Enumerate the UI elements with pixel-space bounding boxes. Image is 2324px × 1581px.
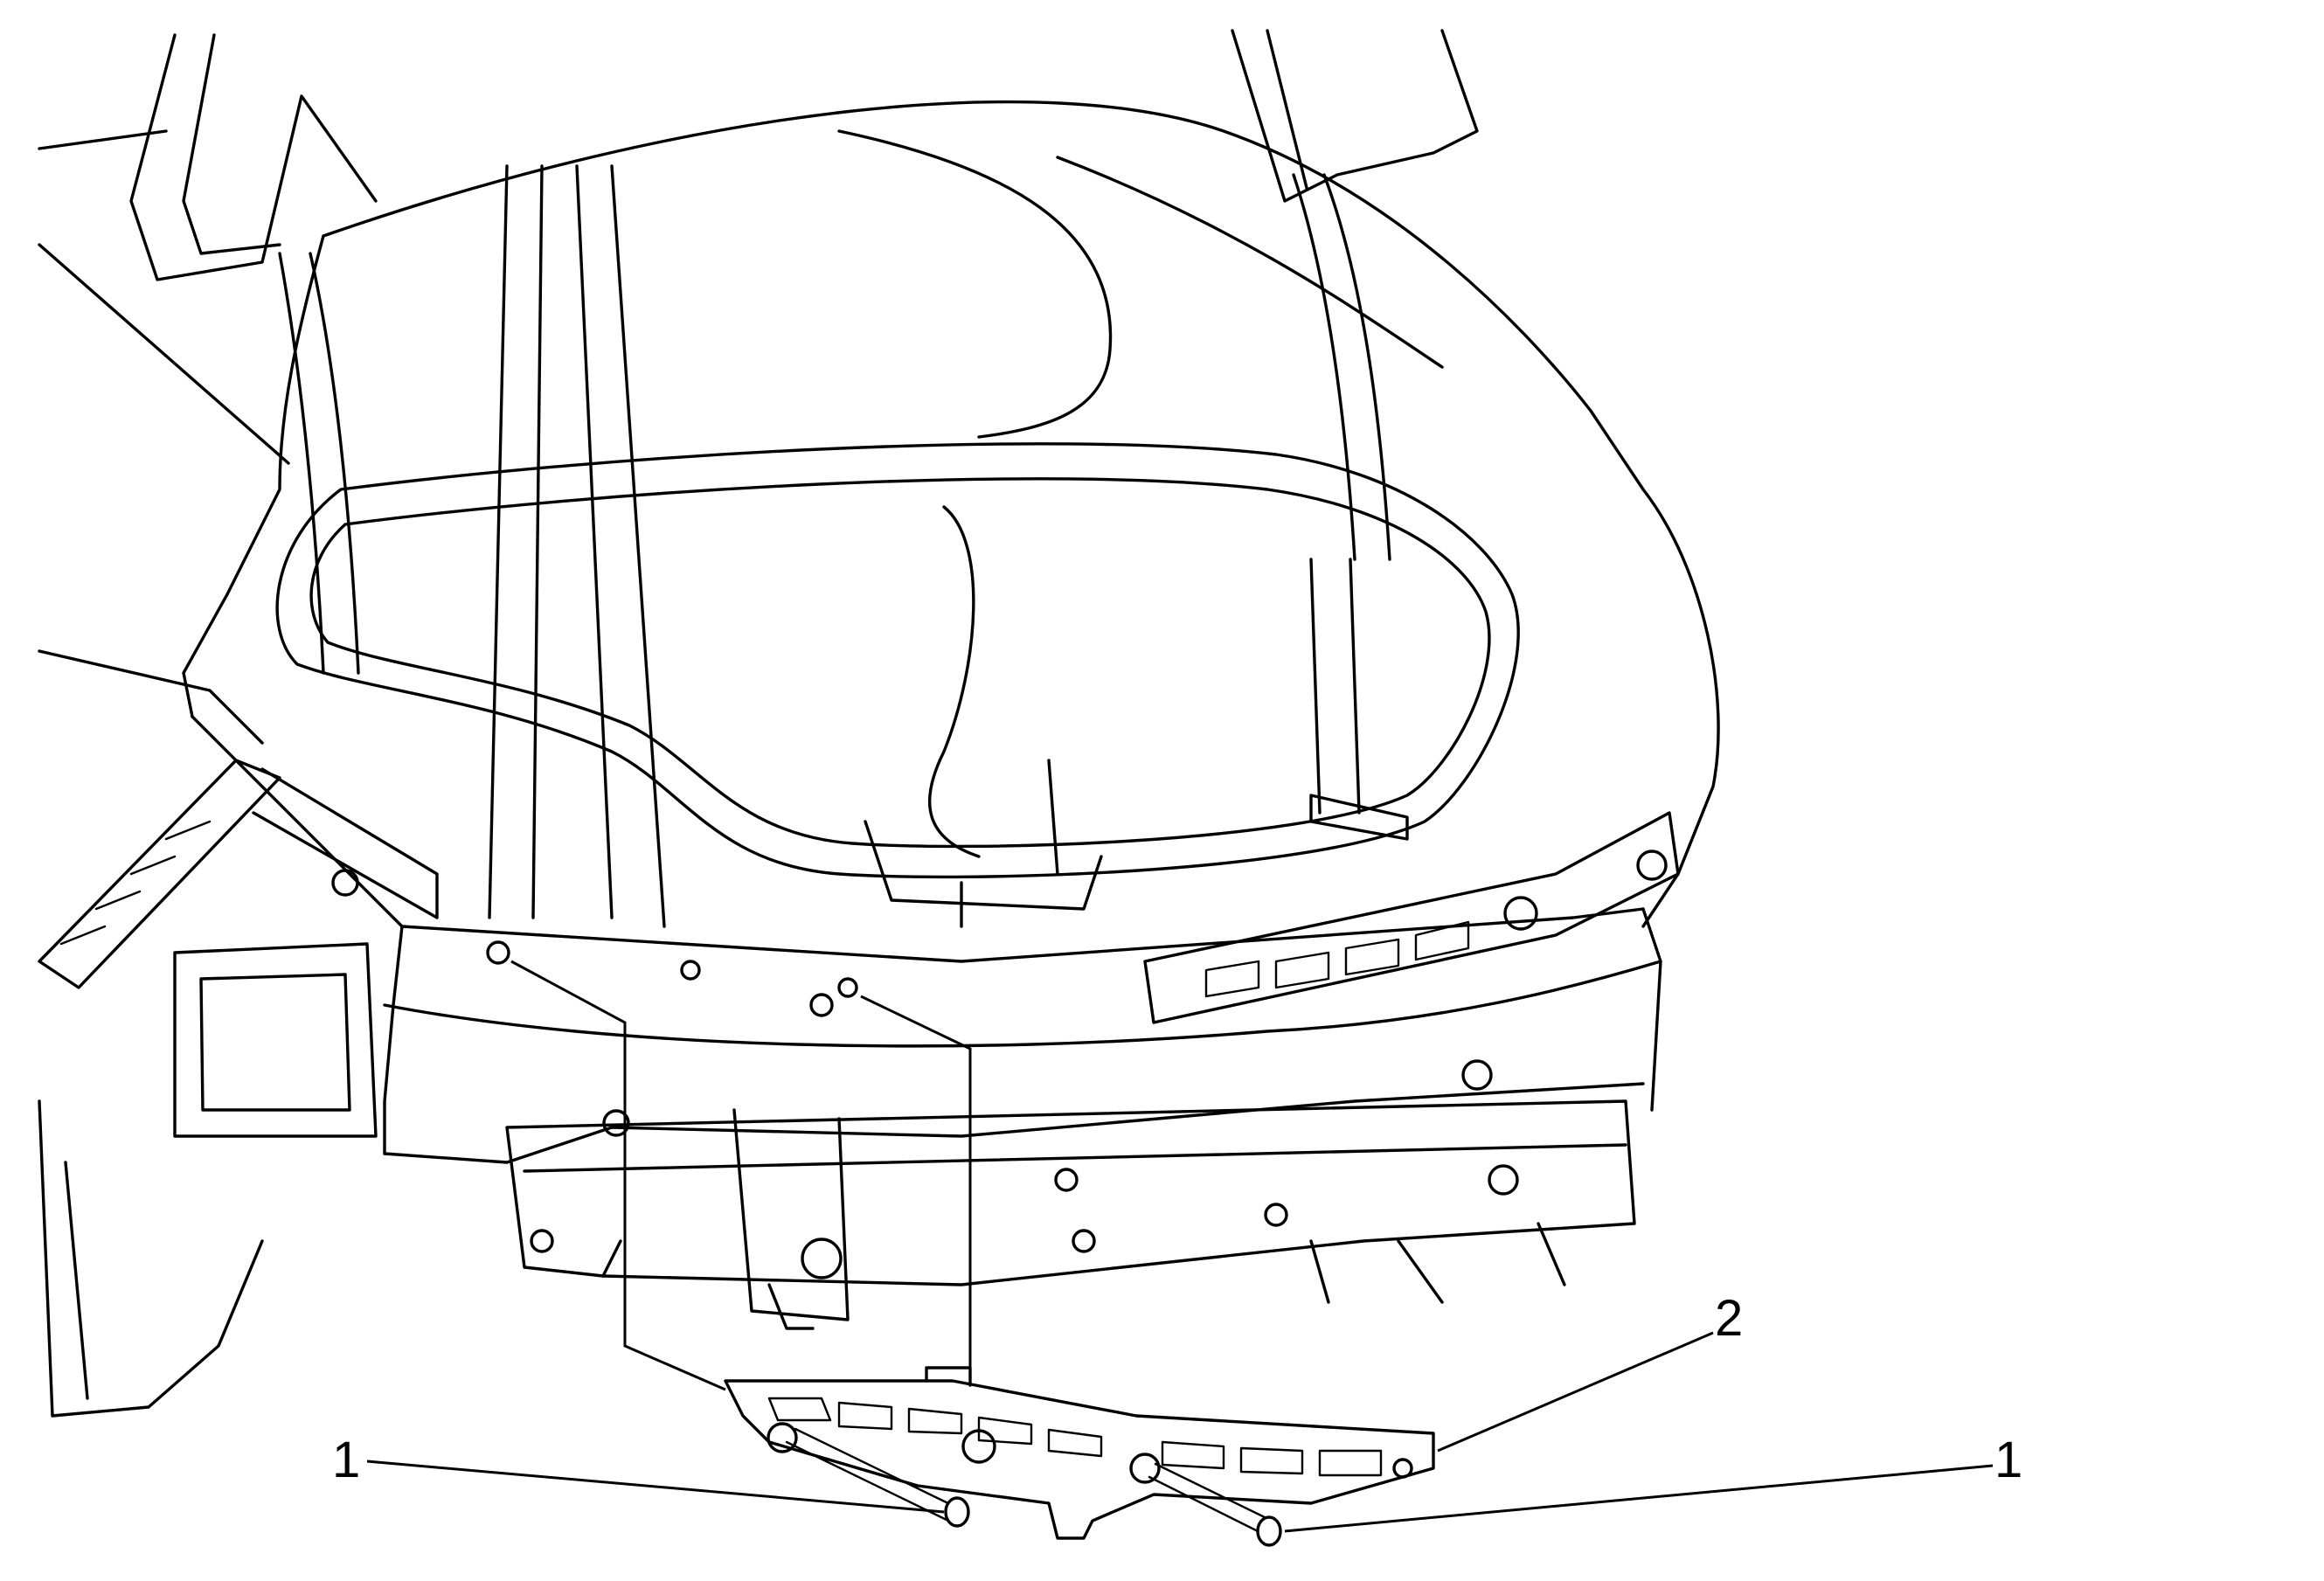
callout-leader-fastener-left (366, 1460, 945, 1514)
bumper-bracket (724, 1366, 1435, 1540)
callout-leader-fastener-right (1284, 1464, 1994, 1533)
callout-labels: 1 2 1 (332, 1290, 2022, 1488)
fasteners (785, 1427, 1282, 1547)
callout-label-fastener-left: 1 (332, 1432, 360, 1488)
vehicle-rear-body (38, 29, 1720, 1418)
callout-label-bracket: 2 (1715, 1290, 1743, 1347)
fastener-right-icon (1256, 1515, 1282, 1547)
fastener-left-icon (944, 1496, 970, 1528)
callout-leaders (366, 1331, 1994, 1533)
assembly-guide-lines (510, 960, 972, 1391)
callout-leader-bracket (1437, 1331, 1714, 1453)
panel-hole-left (486, 940, 510, 965)
panel-hole-center (809, 993, 834, 1017)
callout-label-fastener-right: 1 (1994, 1432, 2022, 1488)
